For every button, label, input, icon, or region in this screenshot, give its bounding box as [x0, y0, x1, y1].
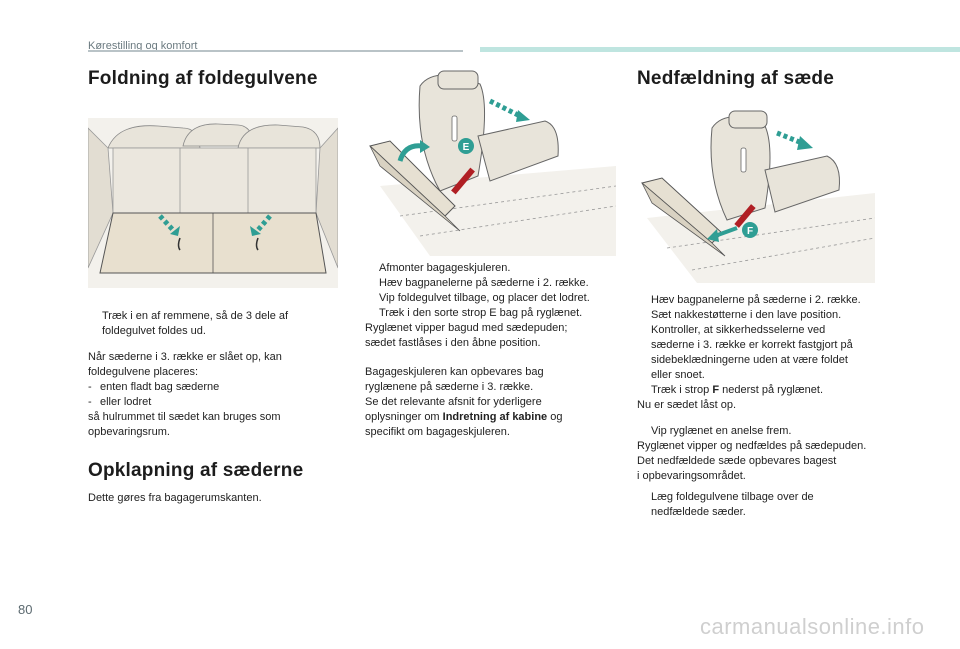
section-label: Kørestilling og komfort	[88, 40, 198, 52]
right-bullet-1: Hæv bagpanelerne på sæderne i 2. række.	[651, 294, 861, 306]
cross-reference: Indretning af kabine	[442, 411, 548, 423]
right-bullet-6: Læg foldegulvene tilbage over de nedfæld…	[651, 491, 814, 518]
right-bullet-2: Sæt nakkestøtterne i den lave position.	[651, 309, 842, 321]
header-rule	[88, 50, 463, 52]
left-title-2: Opklapning af sæderne	[88, 460, 304, 481]
dash-item-1: -enten fladt bag sæderne	[88, 381, 220, 393]
watermark: carmanualsonline.info	[700, 614, 925, 639]
seat-fold-illustration-f: F	[637, 108, 876, 283]
seat-fold-drawing-f: F	[640, 110, 876, 283]
dash-item-2: -eller lodret	[88, 396, 152, 408]
middle-bullet-2: Hæv bagpanelerne på sæderne i 2. række.	[379, 277, 589, 289]
middle-bullet-3: Vip foldegulvet tilbage, og placer det l…	[379, 292, 590, 304]
seat-fold-illustration-e: E	[360, 66, 617, 256]
middle-bullet-4: Træk i den sorte strop E bag på ryglænet…	[379, 307, 583, 319]
trunk-floor-drawing	[87, 118, 339, 288]
label-f: F	[747, 226, 753, 237]
label-e: E	[463, 142, 470, 153]
right-final: Læg foldegulvene tilbage over de nedfæld…	[637, 490, 897, 520]
right-locked-line: Nu er sædet låst op.	[637, 399, 737, 411]
middle-bullet-1: Afmonter bagageskjuleren.	[379, 262, 511, 274]
left-paragraph: Når sæderne i 3. række er slået op, kan …	[88, 350, 338, 440]
middle-instructions: Afmonter bagageskjuleren. Hæv bagpaneler…	[365, 261, 620, 351]
right-bullet-3: Kontroller, at sikkerhedsselerne ved sæd…	[651, 324, 853, 381]
right-paragraph: Vip ryglænet en anelse frem. Ryglænet vi…	[637, 424, 907, 484]
right-title: Nedfældning af sæde	[637, 68, 834, 89]
header-accent-bar	[480, 47, 960, 52]
middle-paragraph-2: Bagageskjuleren kan opbevares bag ryglæn…	[365, 366, 563, 438]
seat-fold-drawing-e: E	[368, 70, 617, 256]
left-instruction: Træk i en af remmene, så de 3 dele af fo…	[88, 309, 328, 339]
left-title: Foldning af foldegulvene	[88, 68, 318, 89]
left-paragraph-2: Dette gøres fra bagagerumskanten.	[88, 492, 262, 504]
trunk-floor-illustration	[87, 118, 339, 288]
right-bullet-4: Træk i strop F nederst på ryglænet.	[651, 384, 824, 396]
page-number: 80	[18, 602, 33, 617]
right-instructions: Hæv bagpanelerne på sæderne i 2. række. …	[637, 293, 897, 413]
left-bullet-1: Træk i en af remmene, så de 3 dele af fo…	[102, 310, 289, 337]
right-bullet-5: Vip ryglænet en anelse frem.	[651, 425, 792, 437]
